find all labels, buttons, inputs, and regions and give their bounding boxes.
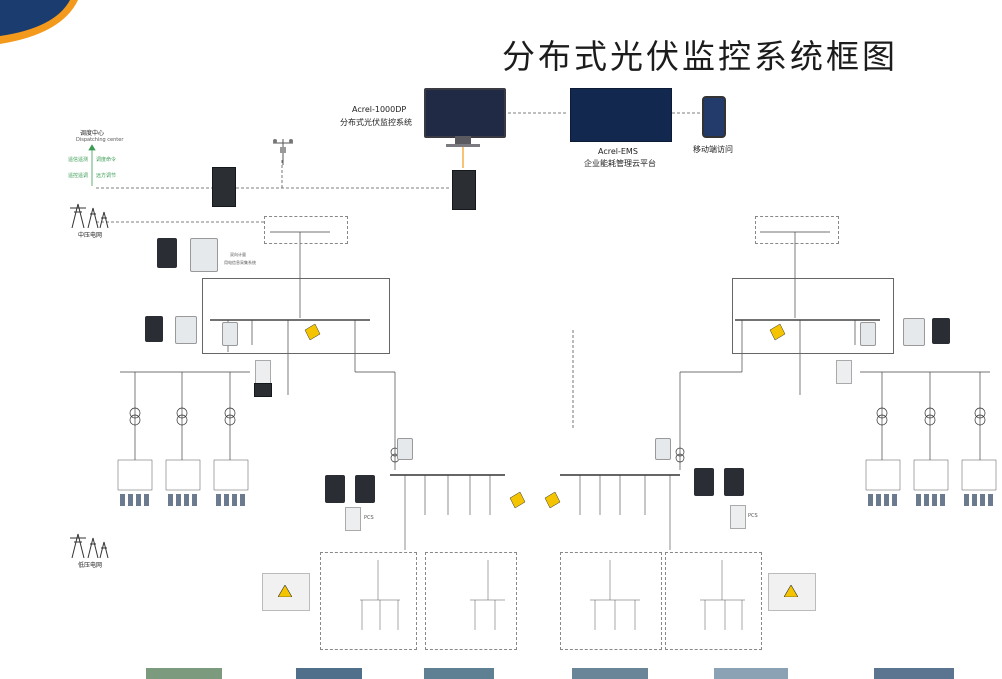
- mobile-label: 移动端访问: [693, 145, 733, 154]
- lv-meter-right: [655, 438, 671, 460]
- dispatch-title: 调度中心: [80, 130, 105, 137]
- monitor-base: [446, 144, 480, 147]
- site-photo-3: [424, 668, 494, 679]
- page-title: 分布式光伏监控系统框图: [502, 37, 898, 76]
- mv-switchgear-box-left: [202, 278, 390, 354]
- lv-distribution-box-1: [320, 552, 417, 650]
- warning-icon-right: [784, 585, 798, 597]
- dispatch-item-3: 遥控遥调: [68, 173, 89, 179]
- scada-label-1: Acrel-1000DP: [352, 105, 407, 114]
- lv-meter-left: [397, 438, 413, 460]
- lv-relay-left-1: [325, 475, 345, 503]
- lv-relay-left-2: [355, 475, 375, 503]
- corner-accent: [0, 0, 78, 44]
- lv-distribution-box-4: [665, 552, 762, 650]
- metering-label-2: 用电信息采集系统: [224, 260, 256, 265]
- mv-relay-right-1: [932, 318, 950, 344]
- ems-label-2: 企业能耗管理云平台: [584, 159, 656, 168]
- mv-grid-label: 中压电网: [78, 232, 103, 239]
- lv-pcs-label-left: PCS: [364, 515, 374, 521]
- lv-distribution-box-2: [425, 552, 517, 650]
- lv-pylon-icon: [70, 533, 109, 558]
- lv-pcs-label-right: PCS: [748, 513, 758, 519]
- lv-pcs-left: [345, 507, 361, 531]
- mv-switchgear-box-right: [732, 278, 894, 354]
- ems-dashboard: [570, 88, 672, 142]
- mv-incoming-box-right: [755, 216, 839, 244]
- site-photo-4: [572, 668, 648, 679]
- ems-label-1: Acrel-EMS: [598, 147, 638, 156]
- metering-label-1: 双向计量: [230, 252, 246, 257]
- mv-meter-left-1: [175, 316, 197, 344]
- mv-meter-left-2: [222, 322, 238, 346]
- scada-label-2: 分布式光伏监控系统: [340, 118, 412, 127]
- protection-relay: [157, 238, 177, 268]
- lv-grid-label: 低压电网: [78, 562, 103, 569]
- site-photo-1: [146, 668, 222, 679]
- site-photo-6: [874, 668, 954, 679]
- dispatch-item-2: 调度命令: [96, 157, 117, 163]
- mv-relay-left-1: [145, 316, 163, 342]
- metering-box: [190, 238, 218, 272]
- lv-distribution-box-3: [560, 552, 662, 650]
- site-photo-2: [296, 668, 362, 679]
- lv-pcs-right: [730, 505, 746, 529]
- pcs-cabinet-left: [255, 360, 271, 384]
- mobile-phone: [702, 96, 726, 138]
- battery-cabinet-left: [254, 383, 272, 397]
- comm-cabinet-left: [212, 167, 236, 207]
- site-photo-5: [714, 668, 788, 679]
- mv-meter-right-2: [903, 318, 925, 346]
- monitor-stand: [455, 136, 471, 144]
- weather-station-icon: [273, 139, 293, 165]
- lv-relay-right-1: [694, 468, 714, 496]
- comm-cabinet-center: [452, 170, 476, 210]
- warning-icon-left: [278, 585, 292, 597]
- dispatch-item-1: 遥信遥测: [68, 157, 89, 163]
- mv-incoming-box-left: [264, 216, 348, 244]
- scada-monitor: [424, 88, 506, 138]
- mv-meter-right-1: [860, 322, 876, 346]
- dispatch-subtitle: Dispatching center: [76, 137, 124, 143]
- pcs-cabinet-right: [836, 360, 852, 384]
- dispatch-item-4: 远方调节: [96, 173, 117, 179]
- mv-pylon-icon: [70, 203, 109, 228]
- lv-relay-right-2: [724, 468, 744, 496]
